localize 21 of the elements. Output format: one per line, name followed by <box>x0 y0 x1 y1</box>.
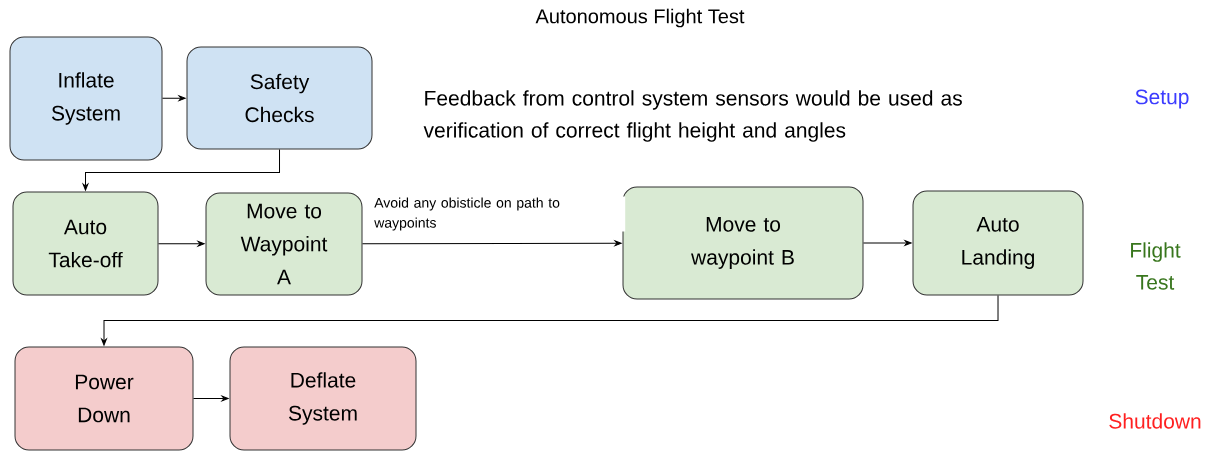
stage-label: Shutdown <box>1109 413 1201 429</box>
arrow <box>101 295 999 346</box>
note-text: Feedback from control system sensors would be used as verification of correct flight height and angles <box>423 90 962 142</box>
arrow <box>193 395 229 402</box>
arrow <box>82 149 280 191</box>
process-box: Safety Checks <box>186 46 373 150</box>
arrow <box>863 240 912 246</box>
process-box: Move to waypoint B <box>622 186 864 300</box>
stage-label: Flight Test <box>1131 242 1181 290</box>
process-box: Inflate System <box>9 36 163 161</box>
process-box: Deflate System <box>229 346 417 451</box>
process-box: Move to Waypoint A <box>205 192 363 296</box>
arrow <box>158 240 205 247</box>
stage-label: Setup <box>1135 89 1189 109</box>
arrow <box>362 240 622 247</box>
process-box: Auto Take-off <box>12 191 159 296</box>
edge-label: Avoid any obisticle on path to waypoints <box>373 196 626 232</box>
process-box: Power Down <box>14 346 194 451</box>
title: Autonomous Flight Test <box>535 8 745 28</box>
process-box: Auto Landing <box>912 190 1084 296</box>
arrow <box>162 95 186 102</box>
